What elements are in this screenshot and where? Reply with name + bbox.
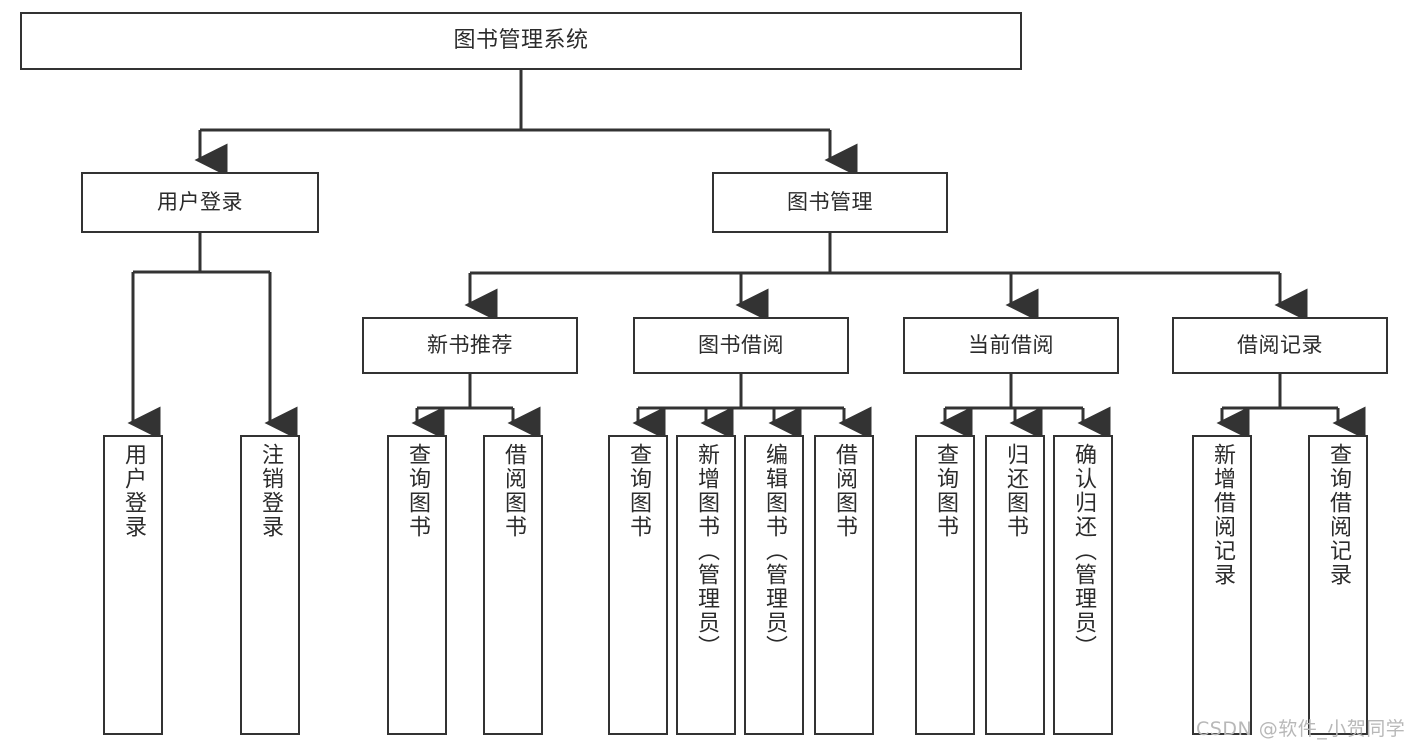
node-label: 图书管理: [787, 190, 873, 215]
leaf-add-book-admin[interactable]: 新增图书（管理员）: [676, 435, 736, 735]
node-label: 新书推荐: [427, 333, 513, 358]
node-label: 查询图书: [405, 443, 430, 539]
leaf-return-book[interactable]: 归还图书: [985, 435, 1045, 735]
node-label: 图书借阅: [698, 333, 784, 358]
node-label: 确认归还（管理员）: [1071, 443, 1096, 659]
node-new-book-recommend[interactable]: 新书推荐: [362, 317, 578, 374]
node-label: 查询图书: [626, 443, 651, 539]
node-label: 归还图书: [1003, 443, 1028, 539]
node-borrow-record[interactable]: 借阅记录: [1172, 317, 1388, 374]
node-label: 查询图书: [933, 443, 958, 539]
node-label: 用户登录: [157, 190, 243, 215]
node-label: 新增借阅记录: [1210, 443, 1235, 587]
leaf-query-book-2[interactable]: 查询图书: [608, 435, 668, 735]
node-label: 借阅图书: [832, 443, 857, 539]
leaf-user-login[interactable]: 用户登录: [103, 435, 163, 735]
leaf-edit-book-admin[interactable]: 编辑图书（管理员）: [744, 435, 804, 735]
node-label: 借阅记录: [1237, 333, 1323, 358]
leaf-borrow-book-1[interactable]: 借阅图书: [483, 435, 543, 735]
leaf-user-logout[interactable]: 注销登录: [240, 435, 300, 735]
node-label: 编辑图书（管理员）: [762, 443, 787, 659]
leaf-query-book-1[interactable]: 查询图书: [387, 435, 447, 735]
csdn-watermark: CSDN @软件_小贺同学: [1196, 718, 1405, 740]
node-label: 注销登录: [258, 443, 283, 539]
leaf-confirm-return-admin[interactable]: 确认归还（管理员）: [1053, 435, 1113, 735]
node-label: 查询借阅记录: [1326, 443, 1351, 587]
node-current-borrow[interactable]: 当前借阅: [903, 317, 1119, 374]
node-label: 当前借阅: [968, 333, 1054, 358]
node-label: 用户登录: [121, 443, 146, 539]
node-label: 借阅图书: [501, 443, 526, 539]
node-user-login[interactable]: 用户登录: [81, 172, 319, 233]
leaf-add-borrow-record[interactable]: 新增借阅记录: [1192, 435, 1252, 735]
node-book-borrow[interactable]: 图书借阅: [633, 317, 849, 374]
node-label: 新增图书（管理员）: [694, 443, 719, 659]
leaf-borrow-book-2[interactable]: 借阅图书: [814, 435, 874, 735]
node-label: 图书管理系统: [453, 28, 589, 54]
leaf-query-borrow-record[interactable]: 查询借阅记录: [1308, 435, 1368, 735]
leaf-query-book-3[interactable]: 查询图书: [915, 435, 975, 735]
node-book-manage[interactable]: 图书管理: [712, 172, 948, 233]
node-root-system[interactable]: 图书管理系统: [20, 12, 1022, 70]
